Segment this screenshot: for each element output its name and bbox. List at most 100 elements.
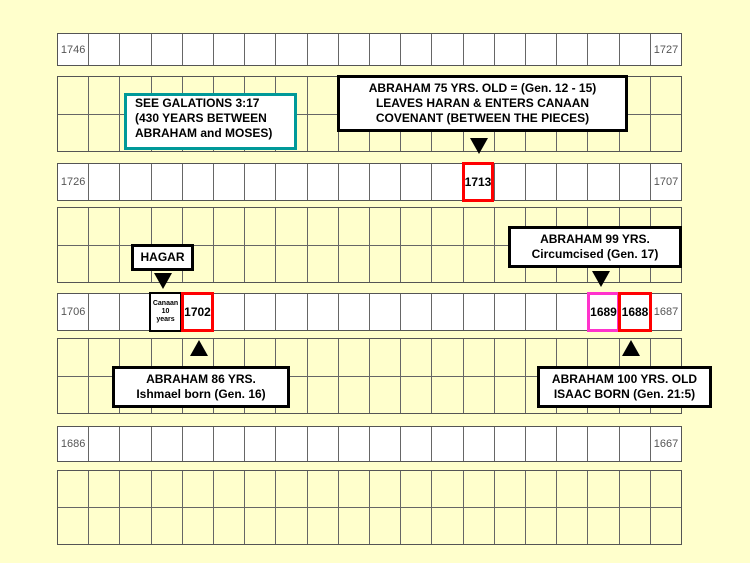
grid-cell — [308, 77, 339, 114]
grid-cell — [401, 114, 433, 151]
year-cell — [245, 427, 277, 461]
year-cell — [183, 34, 215, 65]
grid-cell — [120, 471, 152, 507]
grid-cell — [464, 339, 495, 376]
grid-cell — [588, 114, 620, 151]
year-cell: 1686 — [58, 427, 90, 461]
grid-cell — [276, 245, 308, 282]
callout-line: LEAVES HARAN & ENTERS CANAAN — [375, 96, 590, 110]
year-cell — [401, 427, 433, 461]
year-cell — [557, 427, 589, 461]
grid-cell — [214, 245, 246, 282]
grid-cell — [89, 508, 121, 544]
grid-cell — [432, 114, 464, 151]
grid-cell — [89, 245, 121, 282]
grid-cell — [58, 376, 90, 413]
year-cell — [120, 164, 152, 200]
grid-cell — [245, 245, 277, 282]
grid-cell — [370, 376, 402, 413]
year-cell — [432, 294, 464, 330]
abraham-99-callout: ABRAHAM 99 YRS. Circumcised (Gen. 17) — [508, 226, 682, 268]
year-cell: 1706 — [58, 294, 90, 330]
grid-cell — [370, 114, 402, 151]
grid-cell — [245, 208, 277, 245]
grid-cell — [58, 208, 90, 245]
grid-cell — [464, 245, 495, 282]
year-cell — [276, 294, 308, 330]
grid-cell — [183, 339, 215, 376]
year-cell — [183, 164, 215, 200]
year-cell — [495, 164, 527, 200]
grid-cell — [557, 114, 589, 151]
grid-cell — [432, 376, 464, 413]
year-cell — [276, 164, 308, 200]
grid-cell — [495, 508, 527, 544]
grid-cell — [620, 339, 651, 376]
grid-cell — [432, 471, 464, 507]
year-cell — [401, 164, 433, 200]
grid-cell — [620, 77, 651, 114]
grid-cell — [308, 339, 339, 376]
canaan-text: Canaan — [152, 300, 179, 307]
grid-cell — [464, 508, 495, 544]
grid-cell — [651, 471, 681, 507]
grid-cell — [214, 508, 246, 544]
grid-cell — [339, 114, 371, 151]
year-cell — [308, 164, 339, 200]
hagar-callout: HAGAR — [131, 244, 194, 271]
grid-cell — [401, 245, 433, 282]
grid-cell — [557, 508, 589, 544]
grid-cell — [588, 471, 620, 507]
grid-cell — [401, 376, 433, 413]
year-1689-highlight: 1689 — [587, 292, 620, 332]
year-cell — [588, 164, 620, 200]
grid-subrow — [58, 339, 681, 376]
grid-cell — [651, 508, 681, 544]
grid-cell — [89, 77, 121, 114]
callout-line: ISAAC BORN (Gen. 21:5) — [553, 387, 696, 401]
grid-block-4 — [57, 470, 682, 545]
year-cell — [526, 427, 558, 461]
grid-cell — [308, 508, 339, 544]
year-cell — [89, 294, 121, 330]
grid-cell — [526, 339, 558, 376]
grid-cell — [276, 114, 308, 151]
grid-cell — [370, 339, 402, 376]
grid-cell — [401, 508, 433, 544]
grid-cell — [651, 115, 681, 152]
grid-subrow — [58, 507, 681, 544]
year-cell — [588, 427, 620, 461]
year-cell — [588, 34, 620, 65]
grid-cell — [276, 471, 308, 507]
grid-cell — [495, 114, 527, 151]
grid-cell — [526, 508, 558, 544]
year-cell — [214, 34, 246, 65]
year-cell — [464, 164, 495, 200]
year-cell — [526, 34, 558, 65]
grid-cell — [183, 508, 215, 544]
year-cell — [557, 294, 589, 330]
grid-cell — [432, 508, 464, 544]
grid-cell — [120, 508, 152, 544]
grid-cell — [58, 245, 90, 282]
year-cell — [276, 427, 308, 461]
callout-line: ABRAHAM 86 YRS. — [146, 372, 256, 386]
canaan-number: 10 — [161, 308, 170, 315]
grid-cell — [339, 508, 371, 544]
grid-cell — [432, 245, 464, 282]
grid-cell — [495, 339, 527, 376]
grid-cell — [214, 339, 246, 376]
canaan-10-years-cell: Canaan 10 years — [149, 292, 182, 332]
year-cell — [495, 294, 527, 330]
year-cell: 1746 — [58, 34, 90, 65]
grid-cell — [464, 471, 495, 507]
year-cell — [339, 294, 371, 330]
callout-line: ABRAHAM 75 YRS. OLD = (Gen. 12 - 15) — [368, 81, 597, 95]
year-cell — [245, 294, 277, 330]
arrow-down-icon — [154, 273, 172, 289]
grid-cell — [308, 114, 339, 151]
grid-cell — [58, 77, 90, 114]
grid-cell — [245, 339, 277, 376]
grid-subrow — [58, 471, 681, 507]
year-cell — [214, 164, 246, 200]
